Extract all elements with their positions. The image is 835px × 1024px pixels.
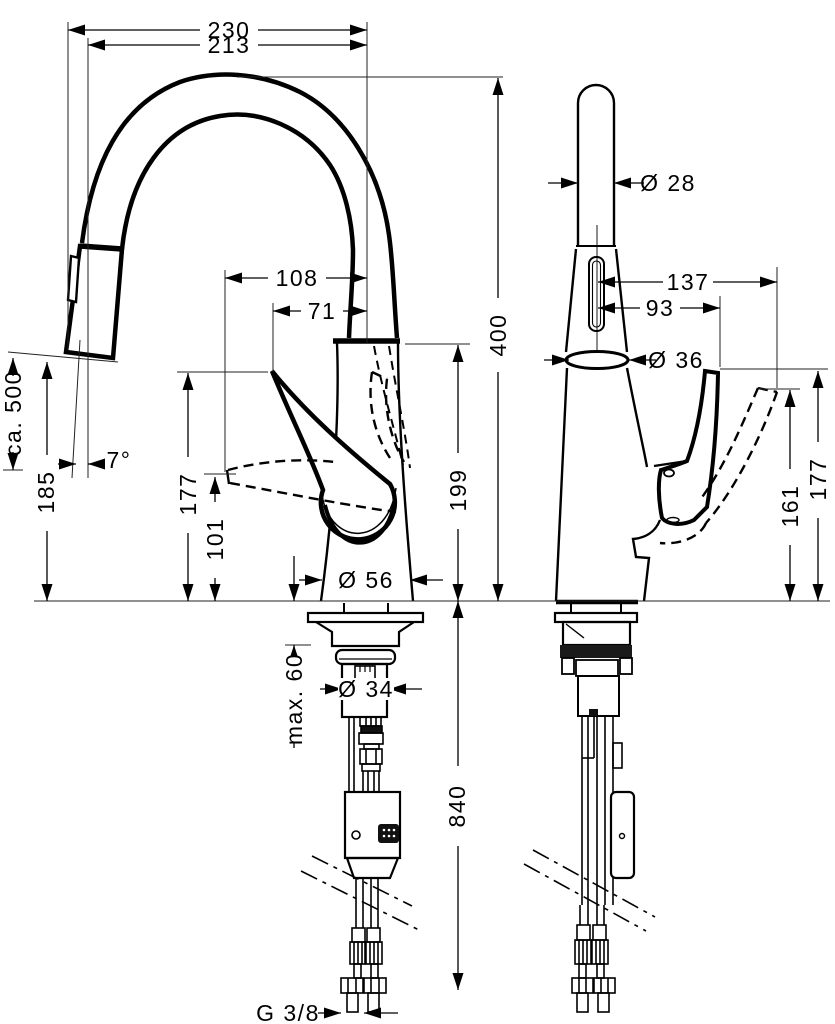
dimension-arrows [7,24,824,1019]
escutcheon-plate [553,611,639,624]
dim-label-reach-spray-head: 108 [276,265,319,291]
handle-skirt [323,499,397,545]
dim-label-handle-open-height: 161 [777,485,803,528]
dim-label-handle-reach-closed: 93 [646,295,675,321]
dim-label-handle-height-front: 177 [175,473,201,516]
break-line [523,863,647,932]
lever-handle-side [656,368,721,526]
break-line [300,870,420,931]
body-left-edge [554,367,569,602]
mounting-body [561,620,632,647]
escutcheon-plate [306,611,425,624]
dim-label-handle-closed-height: 177 [805,458,831,501]
handle-up-dashed [369,371,392,459]
valve-box-hole [351,830,361,840]
handle-down-dashed [229,481,397,514]
handle-down-dashed [227,459,336,472]
dimension-labels: 230 213 108 71 400 ca. 500 185 7° 177 10… [0,17,831,1024]
mounting-cone [315,621,415,648]
spray-holder-slot [588,256,605,332]
mounting-body-detail [565,623,585,639]
dim-label-pipe-diameter: Ø 28 [640,170,696,196]
lever-handle [269,369,398,542]
break-line [532,849,656,918]
spout-pipe [576,83,616,246]
dim-label-handle-reach-open: 137 [667,269,710,295]
dim-label-spray-height: 185 [33,471,59,514]
dim-label-hose-pullout: ca. 500 [0,370,26,456]
dim-label-thread-size: G 3/8 [256,1000,320,1024]
handle-pivot [666,516,680,524]
handle-jog-line [653,459,688,468]
bracket-tab [561,657,575,675]
dim-label-spray-angle: 7° [107,447,132,473]
dim-label-height-total: 400 [485,314,511,357]
body-handle-step [631,519,662,602]
dim-label-overall-width: 230 [208,17,251,43]
dim-label-base-diameter: Ø 56 [338,567,394,593]
dim-label-collar-diameter: Ø 36 [648,347,704,373]
bracket-tab [619,657,633,675]
shank-and-hoses [581,716,623,925]
upper-body-left [564,248,578,353]
hose-weight-hole [618,832,626,840]
valve-box-bottom [345,856,400,880]
label-backgrounds [2,19,829,846]
spray-head-button [66,254,81,304]
dim-label-pivot-height: 101 [202,518,228,561]
dimension-lines [12,29,819,1014]
spray-head-joint [79,243,123,252]
dim-label-shank-diameter: Ø 34 [338,676,394,702]
handle-down-dashed-tip [225,469,231,485]
spout-arc-outer [79,72,400,339]
body-right-edge [396,342,415,602]
handle-up-dashed [371,370,388,381]
hidden-hose-dashed [373,345,404,466]
mounting-nut [560,645,632,658]
hose-weight [609,790,636,880]
shank-clip [589,709,598,716]
mounting-collar [334,648,397,666]
handle-hole [663,468,675,478]
supply-hoses [571,905,616,1013]
dim-label-hose-below: 840 [444,785,470,828]
shank [577,675,620,717]
bracket-center [575,659,619,677]
break-line [311,855,413,907]
upper-body-right [614,248,629,353]
spray-hose-coupling [348,716,384,792]
body-right-edge [625,367,649,468]
dim-label-reach-handle-tip: 71 [308,298,337,324]
spray-holder-slot-inner [591,260,602,328]
dimension-extension-lines [3,22,830,646]
hidden-hose-dashed [388,345,411,469]
supply-hoses [340,878,387,1013]
front-view [63,72,425,1013]
handle-up-dashed [384,378,406,463]
collar-ring [564,350,630,370]
valve-box-connector [378,824,399,843]
spout-arc-inner [119,112,356,339]
connector-dots [382,828,396,838]
dim-label-max-counter: max. 60 [281,653,307,745]
dim-label-spout-outlet-height: 199 [445,469,471,512]
dim-label-spout-width: 213 [208,32,251,58]
side-view [523,83,779,1013]
